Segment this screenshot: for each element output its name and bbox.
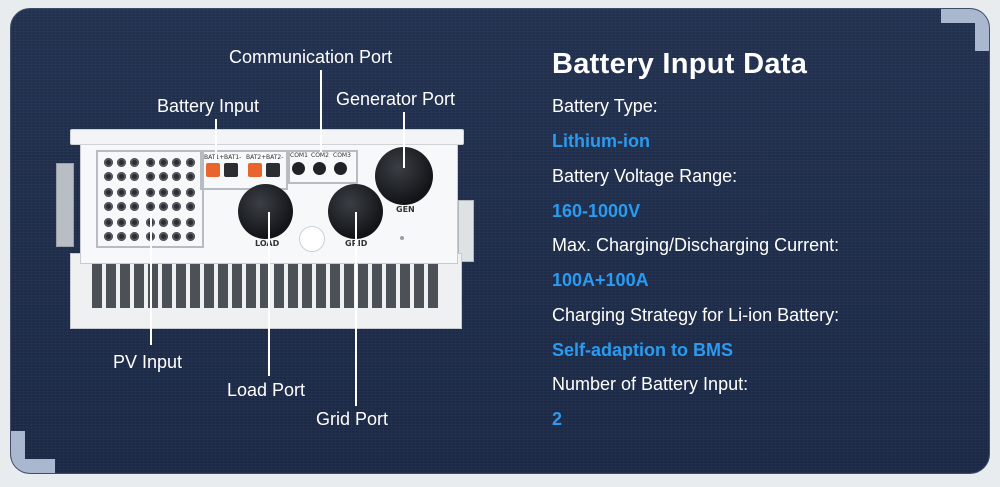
pv-connector bbox=[130, 188, 139, 197]
com3-label: COM3 bbox=[333, 152, 351, 159]
pv-connector bbox=[186, 202, 195, 211]
pv-connector bbox=[117, 202, 126, 211]
callout-line-pv bbox=[150, 215, 152, 345]
communication-port-block bbox=[288, 150, 358, 184]
spec-value-charging-strategy: Self-adaption to BMS bbox=[552, 340, 733, 360]
corner-bracket-top-right bbox=[941, 9, 989, 51]
pv-connector bbox=[104, 172, 113, 181]
pv-connector bbox=[172, 232, 181, 241]
callout-pv-input: PV Input bbox=[113, 352, 183, 372]
com1-connector bbox=[292, 162, 305, 175]
pv-connector bbox=[172, 218, 181, 227]
pv-connector bbox=[159, 232, 168, 241]
inverter-vent-grille bbox=[92, 263, 442, 308]
callout-line-load bbox=[268, 212, 270, 376]
callout-line-generator bbox=[403, 112, 405, 168]
pv-connector bbox=[104, 158, 113, 167]
pv-connector bbox=[159, 158, 168, 167]
bat1p-label: BAT1+ bbox=[204, 154, 224, 161]
load-cable-gland bbox=[238, 184, 293, 239]
callout-load-port: Load Port bbox=[227, 380, 306, 400]
battery-connector-block bbox=[200, 150, 288, 190]
pv-connector bbox=[146, 188, 155, 197]
pv-connector bbox=[186, 158, 195, 167]
pv-connector bbox=[172, 188, 181, 197]
com2-label: COM2 bbox=[311, 152, 329, 159]
pv-connector bbox=[159, 202, 168, 211]
inverter-vent-cap bbox=[299, 226, 325, 252]
bat2m-label: BAT2- bbox=[266, 154, 284, 161]
callout-battery-input: Battery Input bbox=[157, 96, 260, 116]
spec-label-battery-input-count: Number of Battery Input: bbox=[552, 374, 749, 394]
com3-connector bbox=[334, 162, 347, 175]
battery-connector-1-positive bbox=[206, 163, 220, 177]
pv-connector bbox=[117, 188, 126, 197]
callout-generator-port: Generator Port bbox=[336, 89, 456, 109]
gen-label: GEN bbox=[396, 205, 415, 214]
inverter-top-cover bbox=[70, 129, 464, 145]
spec-value-battery-input-count: 2 bbox=[552, 409, 563, 429]
pv-connector bbox=[104, 202, 113, 211]
pv-connector bbox=[117, 158, 126, 167]
callout-grid-port: Grid Port bbox=[316, 409, 389, 429]
pv-connector bbox=[104, 218, 113, 227]
callout-line-communication bbox=[320, 70, 322, 152]
pv-connector bbox=[146, 202, 155, 211]
pv-connector bbox=[172, 202, 181, 211]
pv-connector bbox=[130, 172, 139, 181]
pv-connector bbox=[172, 172, 181, 181]
pv-connector bbox=[159, 172, 168, 181]
corner-bracket-bottom-left bbox=[11, 431, 55, 473]
callout-communication-port: Communication Port bbox=[229, 47, 393, 67]
inverter-side-handle-left bbox=[56, 163, 74, 247]
page-title: Battery Input Data bbox=[552, 48, 808, 80]
pv-connector bbox=[130, 158, 139, 167]
spec-label-max-current: Max. Charging/Discharging Current: bbox=[552, 235, 840, 255]
pv-connector bbox=[146, 158, 155, 167]
callout-line-battery bbox=[215, 119, 217, 159]
pv-connector bbox=[104, 188, 113, 197]
bat1m-label: BAT1- bbox=[224, 154, 242, 161]
pv-connector bbox=[172, 158, 181, 167]
ground-screw-icon bbox=[400, 236, 404, 240]
pv-connector bbox=[130, 218, 139, 227]
spec-label-charging-strategy: Charging Strategy for Li-ion Battery: bbox=[552, 305, 840, 325]
pv-connector bbox=[130, 202, 139, 211]
spec-value-battery-type: Lithium-ion bbox=[552, 131, 650, 151]
pv-connector bbox=[146, 172, 155, 181]
callout-line-grid bbox=[355, 212, 357, 406]
pv-connector bbox=[186, 188, 195, 197]
com2-connector bbox=[313, 162, 326, 175]
bat2p-label: BAT2+ bbox=[246, 154, 267, 161]
pv-connector bbox=[104, 232, 113, 241]
battery-connector-2-positive bbox=[248, 163, 262, 177]
pv-connector bbox=[186, 172, 195, 181]
inverter-side-handle-right bbox=[458, 200, 474, 262]
spec-value-max-current: 100A+100A bbox=[552, 270, 649, 290]
pv-connector bbox=[117, 218, 126, 227]
pv-connector bbox=[159, 218, 168, 227]
battery-connector-2-negative bbox=[266, 163, 280, 177]
pv-connector bbox=[186, 218, 195, 227]
spec-label-voltage-range: Battery Voltage Range: bbox=[552, 166, 738, 186]
pv-connector bbox=[186, 232, 195, 241]
spec-value-voltage-range: 160-1000V bbox=[552, 201, 641, 221]
info-panel bbox=[10, 8, 990, 474]
pv-connector bbox=[117, 172, 126, 181]
battery-connector-1-negative bbox=[224, 163, 238, 177]
pv-connector bbox=[159, 188, 168, 197]
pv-connector bbox=[130, 232, 139, 241]
load-label: LOAD bbox=[255, 239, 279, 248]
pv-connector bbox=[117, 232, 126, 241]
com1-label: COM1 bbox=[290, 152, 308, 159]
spec-label-battery-type: Battery Type: bbox=[552, 96, 658, 116]
